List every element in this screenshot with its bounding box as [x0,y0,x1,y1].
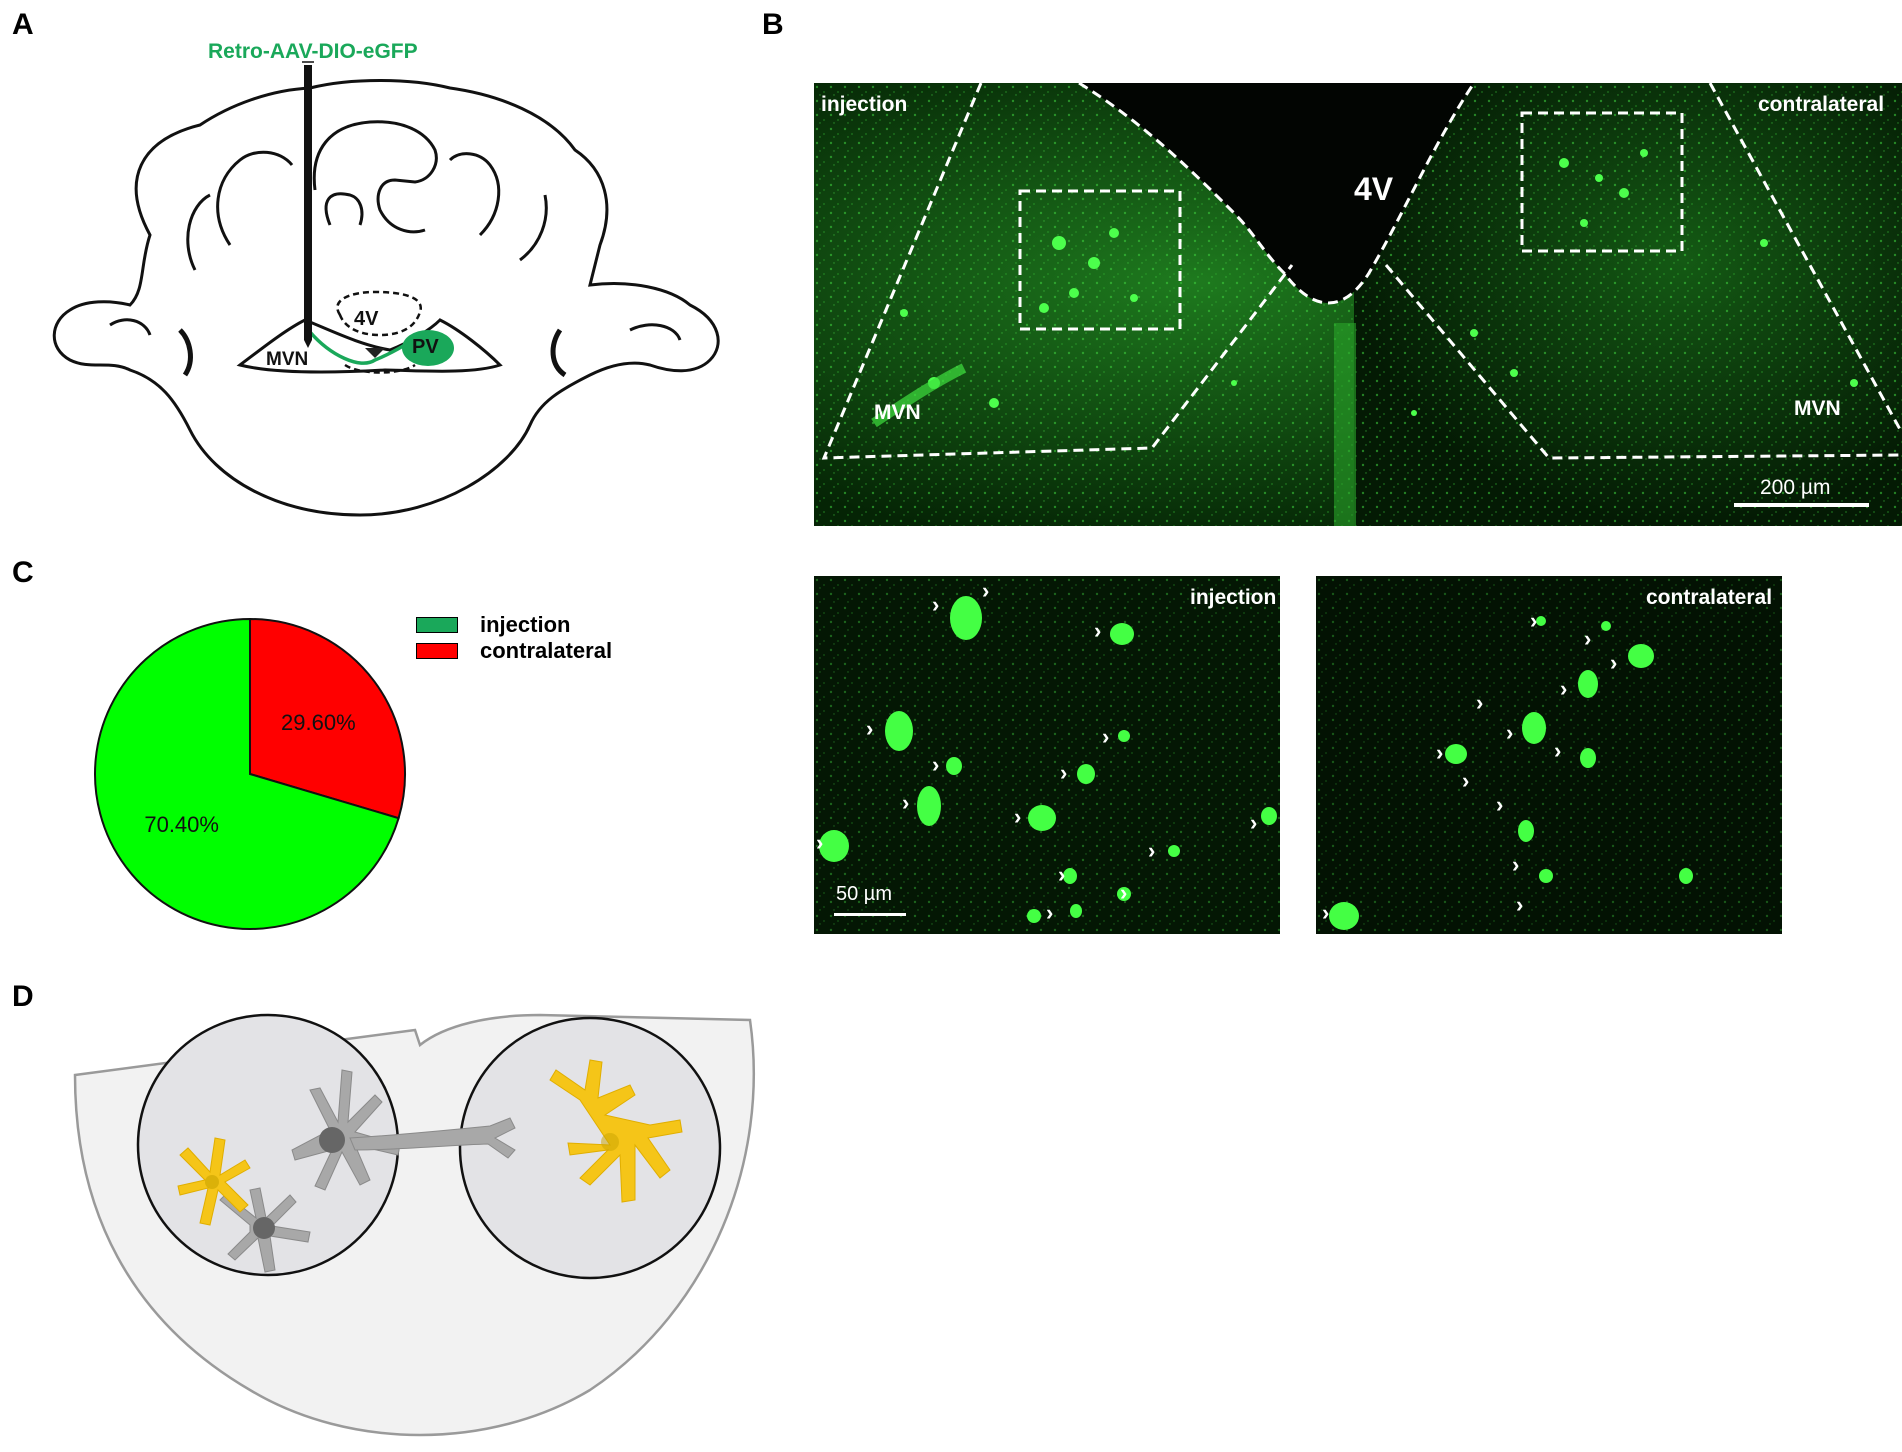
cell-arrow: › [1462,768,1470,793]
pie-label-injection: 70.40% [144,812,219,837]
cell-arrow: › [1058,862,1066,887]
legend-swatch-contralateral [416,643,458,659]
panel-letter-c: C [12,556,34,589]
mvn-label-a: MVN [266,349,309,370]
mvn-label-right-b: MVN [1794,397,1841,420]
legend-row-injection: injection [416,612,612,638]
mvn-label-left-b: MVN [874,401,921,424]
cell-arrow: › [1322,900,1330,925]
ventricle-4v-label-b: 4V [1354,171,1394,207]
cell-arrow: › [1060,760,1068,785]
legend-label-contralateral: contralateral [480,638,613,663]
cell-arrow: › [1554,738,1562,763]
injection-label-top: injection [821,93,908,116]
panel-letter-a: A [12,8,34,41]
cell-arrow: › [1046,900,1054,925]
cell-arrow: › [982,578,990,603]
pie-label-contralateral: 29.60% [281,710,356,735]
cell-arrow: › [1148,838,1156,863]
panel-letter-d: D [12,980,34,1013]
panel-a-brain-schematic [52,61,720,517]
cell-arrow: › [1120,880,1128,905]
pie-legend: injection contralateral [416,612,612,664]
cell-arrow: › [816,830,824,855]
cell-arrow: › [1516,892,1524,917]
legend-label-injection: injection [480,612,571,637]
cell-arrow: › [1506,720,1514,745]
pv-label-a: PV [412,336,439,358]
virus-label: Retro-AAV-DIO-eGFP [208,40,418,63]
legend-row-contralateral: contralateral [416,638,612,664]
scale-bar-200-label: 200 µm [1760,476,1831,499]
cell-arrow: › [1512,852,1520,877]
cell-arrow: › [1610,650,1618,675]
cell-arrow: › [1250,810,1258,835]
cell-arrow: › [1530,608,1538,633]
legend-swatch-injection [416,617,458,633]
micrograph-overview: injection contralateral 4V MVN MVN 200 µ… [814,83,1902,526]
pie-slice-injection [94,617,400,930]
cell-arrow: › [932,592,940,617]
cell-arrow: › [1436,740,1444,765]
cell-arrow: › [1584,626,1592,651]
cell-arrow: › [1014,804,1022,829]
cell-arrow: › [932,752,940,777]
injection-label-inset: injection [1190,586,1277,609]
contralateral-label-top: contralateral [1758,93,1885,116]
micrograph-inset-contralateral: contralateral › › › › › › › › › › › › › [1316,576,1782,934]
cell-arrow: › [1560,676,1568,701]
contralateral-label-inset: contralateral [1646,586,1773,609]
cell-arrow: › [1496,792,1504,817]
ventricle-4v-label-a: 4V [354,308,379,330]
cell-arrow: › [1476,690,1484,715]
cell-arrow: › [866,716,874,741]
scale-bar-50-label: 50 µm [836,883,892,905]
pie-chart: 29.60% 70.40% [94,617,406,930]
pie-slice-contralateral [249,617,406,820]
cell-arrow: › [1102,724,1110,749]
cell-arrow: › [1094,618,1102,643]
panel-d-neuron-schematic [73,1013,756,1437]
cell-arrow: › [902,790,910,815]
micrograph-inset-injection: injection 50 µm › › › › › › › › › › › › … [814,576,1280,934]
panel-letter-b: B [762,8,784,41]
